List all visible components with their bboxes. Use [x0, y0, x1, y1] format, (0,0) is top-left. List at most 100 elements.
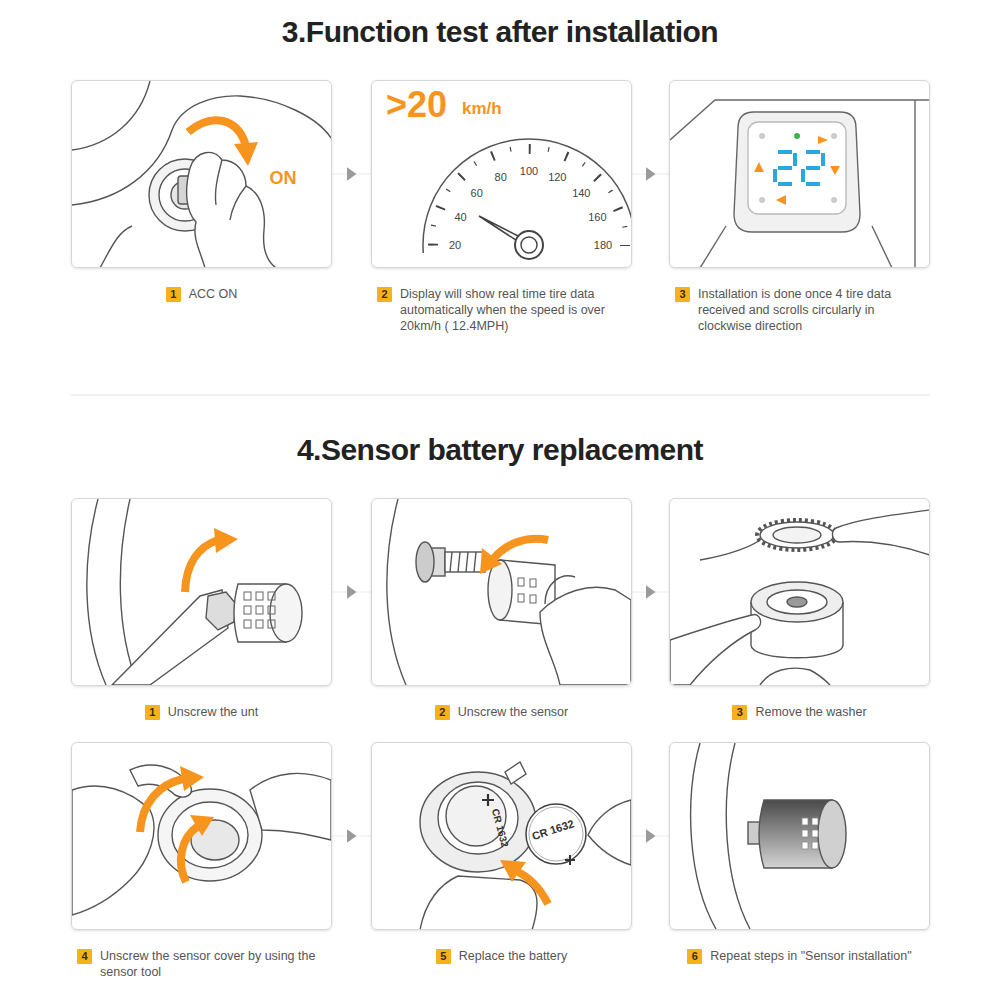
- sensor-installed-illustration: [691, 743, 846, 929]
- step-number: 1: [145, 705, 160, 720]
- sensor-removal-illustration-part: [494, 539, 548, 558]
- display-illustration-part-part: [831, 133, 837, 139]
- wrench-illustration-part: [120, 499, 138, 685]
- step-text: Installation is done once 4 tire data re…: [698, 286, 924, 334]
- speed-threshold: >20: [386, 84, 447, 125]
- step-panel: 1 Unscrew the unt: [71, 498, 332, 720]
- step-caption: 1 Unscrew the unt: [71, 704, 332, 720]
- gauge-number: 140: [572, 186, 590, 199]
- washer-illustration-part: [757, 520, 837, 550]
- sensor-removal-illustration-part-part: [518, 594, 524, 602]
- display-illustration-part-part: [806, 166, 820, 170]
- step-panel: 5Replace the battery: [371, 742, 632, 964]
- display-illustration-part: [914, 100, 915, 267]
- step-caption: 4Unscrew the sensor cover by using the s…: [71, 948, 332, 980]
- battery-illustration-part: [420, 772, 536, 872]
- washer-illustration-part: [700, 540, 760, 560]
- gauge-number: 120: [548, 170, 566, 183]
- battery-illustration-part: [588, 800, 631, 865]
- display-illustration-part-part: [830, 166, 840, 175]
- step-text: Unscrew the unt: [168, 704, 258, 720]
- sensor-removal-illustration-part-part: [518, 578, 524, 586]
- gauge-number: 60: [471, 186, 483, 199]
- wrench-illustration-part: [244, 592, 275, 628]
- battery-illustration-part: [529, 807, 583, 861]
- display-illustration-part: [700, 226, 726, 267]
- step-connector: [632, 592, 669, 593]
- sensor-removal-illustration-part: [518, 578, 536, 603]
- battery-illustration-part: [500, 860, 526, 882]
- panel-frame: [371, 498, 632, 686]
- cover-illustration-part: [250, 773, 331, 840]
- speedometer-illustration-part: [515, 231, 543, 259]
- wrench-illustration-part-part: [268, 620, 275, 628]
- step-panel: 3Installation is done once 4 tire data r…: [669, 80, 930, 334]
- cover-illustration-part: [140, 779, 183, 832]
- wrench-illustration-part-part: [256, 592, 263, 600]
- display-illustration-part-part: [806, 182, 820, 186]
- step-number: 2: [435, 705, 450, 720]
- display-illustration-part-part: [821, 153, 825, 166]
- wrench-illustration-part-part: [256, 606, 263, 614]
- ignition-illustration-part: [187, 152, 276, 267]
- display-illustration-part-part: [776, 195, 786, 205]
- sensor-installed-illustration-part: [691, 743, 716, 929]
- sensor-installed-illustration-part: [802, 818, 818, 849]
- ignition-illustration-part: [230, 186, 246, 220]
- sensor-removal-illustration-part-part: [530, 595, 536, 603]
- gauge-number: 20: [449, 239, 461, 252]
- panel-frame: [669, 742, 930, 930]
- display-illustration-part-part: [793, 153, 797, 166]
- battery-illustration-part: [438, 782, 518, 854]
- display-illustration-part-part: [759, 197, 765, 203]
- battery-marking: CR 1632: [530, 817, 575, 842]
- sensor-installed-illustration-part-part: [802, 818, 808, 825]
- ignition-illustration: [72, 81, 331, 267]
- panel-frame: [71, 498, 332, 686]
- step-number: 4: [77, 949, 92, 964]
- sensor-removal-illustration-part: [445, 552, 485, 572]
- step-number: 2: [377, 287, 392, 302]
- sensor-removal-illustration-part: [545, 576, 575, 604]
- step-number: 6: [687, 949, 702, 964]
- washer-illustration-part: [751, 582, 843, 622]
- battery-illustration-part: [565, 855, 575, 865]
- wrench-illustration-part: [185, 540, 218, 592]
- sensor-installed-illustration-part-part: [812, 818, 818, 825]
- battery-marking: CR 1632: [489, 807, 510, 848]
- ignition-illustration-part: [100, 226, 132, 267]
- step-caption: 2Unscrew the sensor: [371, 704, 632, 720]
- ignition-illustration-part: [72, 81, 150, 150]
- sensor-removal-illustration-part: [387, 499, 406, 685]
- step-number: 5: [436, 949, 451, 964]
- wrench-illustration-part-part: [256, 620, 263, 628]
- battery-illustration-part: [526, 804, 586, 864]
- wrench-illustration-part: [214, 528, 238, 553]
- section-title: 4.Sensor battery replacement: [0, 432, 1000, 468]
- ignition-illustration-part: [234, 142, 258, 166]
- panel-frame: [71, 742, 332, 930]
- speedometer-illustration: [423, 139, 631, 267]
- sensor-removal-illustration-part: [416, 542, 434, 582]
- washer-illustration-part: [670, 615, 761, 685]
- gauge-number: 100: [520, 165, 538, 178]
- step-text: Display will show real time tire data au…: [400, 286, 626, 334]
- display-illustration-part-part: [818, 136, 828, 144]
- battery-illustration: [420, 762, 631, 929]
- step-caption: 3Remove the washer: [669, 704, 930, 720]
- display-illustration-part: [773, 150, 825, 186]
- display-illustration-part-part: [831, 197, 837, 203]
- display-illustration-part: [734, 112, 860, 232]
- step-text: Repeat steps in "Sensor installation": [710, 948, 911, 964]
- sensor-removal-illustration: [387, 499, 631, 685]
- section-title: 3.Function test after installation: [0, 14, 1000, 50]
- step-connector: [332, 174, 371, 175]
- display-illustration-part-part: [778, 150, 792, 154]
- display-illustration-part-part: [754, 162, 764, 172]
- ignition-illustration-part: [215, 160, 222, 205]
- switch-position: ON: [270, 168, 297, 189]
- sensor-installed-illustration-part-part: [802, 842, 808, 849]
- washer-illustration-part: [760, 522, 834, 548]
